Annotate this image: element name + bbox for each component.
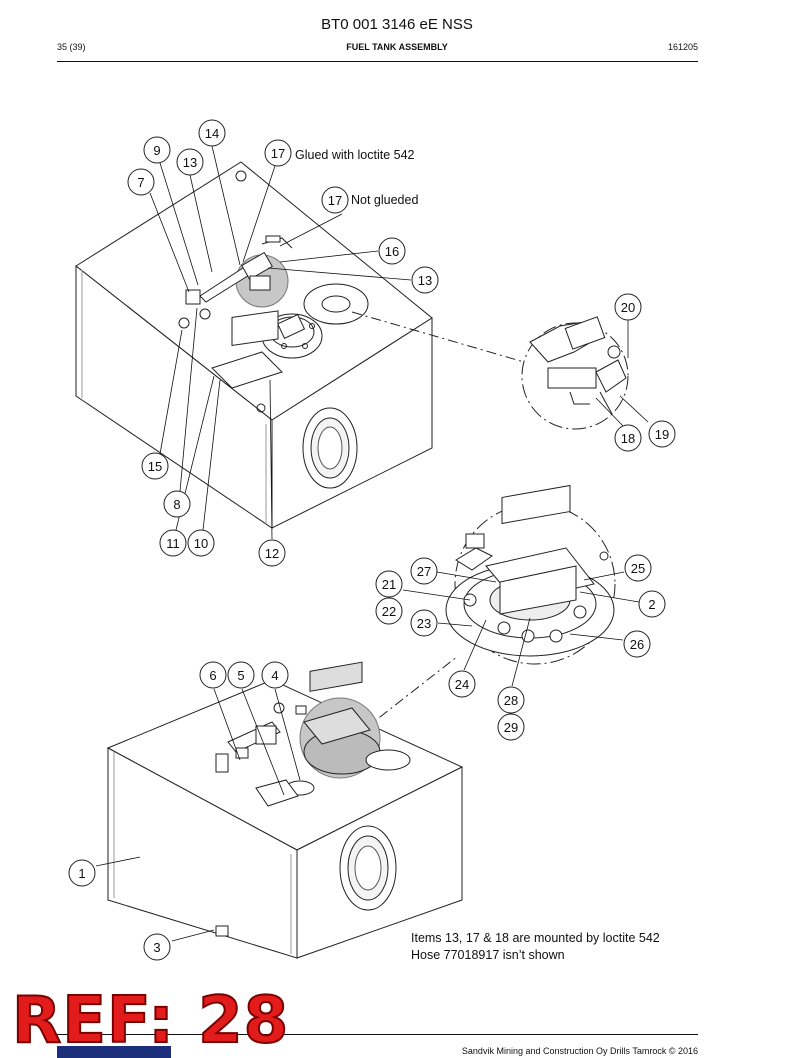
callout-balloons: 14 9 13 17 7 17 16 13 20 19 18 15 8 11 1… [68,119,676,961]
ref-stamp: REF: 28 [11,984,290,1058]
not-glued-annotation: Not glueded [351,193,418,207]
svg-text:24: 24 [455,677,469,692]
svg-text:8: 8 [173,497,180,512]
callout-9: 9 [143,136,171,164]
svg-text:22: 22 [382,604,396,619]
svg-text:2: 2 [648,597,655,612]
detail-a [521,316,629,430]
svg-text:3: 3 [153,940,160,955]
callout-22: 22 [375,597,403,625]
callout-29: 29 [497,713,525,741]
svg-text:28: 28 [504,693,518,708]
glued-annotation: Glued with loctite 542 [295,148,415,162]
document-title: BT0 001 3146 eE NSS [321,16,473,33]
svg-text:10: 10 [194,536,208,551]
svg-text:16: 16 [385,244,399,259]
svg-text:9: 9 [153,143,160,158]
svg-text:4: 4 [271,668,278,683]
svg-text:26: 26 [630,637,644,652]
callout-26: 26 [623,630,651,658]
callout-18: 18 [614,424,642,452]
svg-text:13: 13 [183,155,197,170]
svg-text:7: 7 [137,175,144,190]
callout-13: 13 [176,148,204,176]
detail-a-leader [351,311,525,363]
callout-2: 2 [638,590,666,618]
header-rule [57,61,698,62]
callout-20: 20 [614,293,642,321]
callout-25: 25 [624,554,652,582]
svg-text:1: 1 [78,866,85,881]
svg-text:29: 29 [504,720,518,735]
callout-16: 16 [378,237,406,265]
callout-10: 10 [187,529,215,557]
svg-text:13: 13 [418,273,432,288]
svg-text:6: 6 [209,668,216,683]
svg-text:11: 11 [166,536,180,551]
callout-8: 8 [163,490,191,518]
callout-1: 1 [68,859,96,887]
svg-text:27: 27 [417,564,431,579]
callout-17: 17 [264,139,292,167]
upper-tank [75,161,433,529]
callout-17b: 17 [321,186,349,214]
document-code: 161205 [667,42,698,52]
footer-rule [57,1034,698,1035]
leader-lines [95,145,649,942]
callout-12: 12 [258,539,286,567]
callout-19: 19 [648,420,676,448]
callout-27: 27 [410,557,438,585]
section-title: FUEL TANK ASSEMBLY [346,42,448,52]
callout-28: 28 [497,686,525,714]
svg-text:17: 17 [328,193,342,208]
callout-7: 7 [127,168,155,196]
svg-text:23: 23 [417,616,431,631]
svg-text:15: 15 [148,459,162,474]
svg-text:14: 14 [205,126,219,141]
callout-5: 5 [227,661,255,689]
footer-copyright: Sandvik Mining and Construction Oy Drill… [461,1046,698,1056]
svg-text:19: 19 [655,427,669,442]
svg-text:25: 25 [631,561,645,576]
callout-24: 24 [448,670,476,698]
svg-text:12: 12 [265,546,279,561]
callout-23: 23 [410,609,438,637]
callout-3: 3 [143,933,171,961]
svg-text:18: 18 [621,431,635,446]
callout-11: 11 [159,529,187,557]
callout-13b: 13 [411,266,439,294]
svg-text:5: 5 [237,668,244,683]
detail-b [445,484,616,665]
svg-text:21: 21 [382,577,396,592]
svg-text:20: 20 [621,300,635,315]
page-number: 35 (39) [57,42,86,52]
callout-15: 15 [141,452,169,480]
note-hose: Hose 77018917 isn’t shown [411,948,565,962]
callout-4: 4 [261,661,289,689]
lower-tank [106,661,464,959]
svg-text:17: 17 [271,146,285,161]
assembly-note: Items 13, 17 & 18 are mounted by loctite… [411,930,660,964]
callout-14: 14 [198,119,226,147]
callout-6: 6 [199,661,227,689]
note-loctite: Items 13, 17 & 18 are mounted by loctite… [411,931,660,945]
callout-21: 21 [375,570,403,598]
